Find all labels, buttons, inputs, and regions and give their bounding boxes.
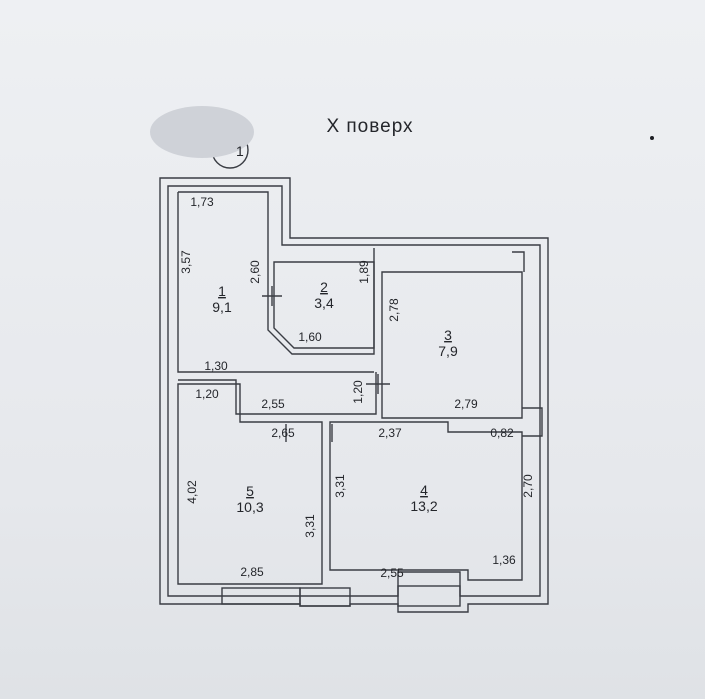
room-2-outline — [273, 261, 375, 349]
room-1-left-wall — [177, 192, 374, 373]
entrance-marker-label: 1 — [236, 143, 244, 159]
dim-label: 1,20 — [351, 380, 365, 404]
dim-label: 2,70 — [521, 474, 535, 498]
room-4-number: 4 — [420, 482, 428, 498]
room-5-outline — [177, 383, 323, 585]
dim-label: 3,57 — [179, 250, 193, 274]
dot-mark — [650, 136, 654, 140]
blur-patch — [150, 106, 254, 158]
dim-label: 1,36 — [492, 553, 516, 567]
room-3-area: 7,9 — [438, 343, 458, 359]
dim-label: 1,30 — [204, 359, 228, 373]
dim-label: 1,73 — [190, 195, 214, 209]
room-1-area: 9,1 — [212, 299, 232, 315]
room-3-niche — [512, 251, 525, 272]
room-2-area: 3,4 — [314, 295, 334, 311]
dim-label: 2,60 — [248, 260, 262, 284]
room-2-number: 2 — [320, 279, 328, 295]
window-3 — [397, 585, 461, 607]
dim-label: 2,55 — [261, 397, 285, 411]
dim-label: 0,82 — [490, 426, 514, 440]
room-5-area: 10,3 — [236, 499, 263, 515]
room-3-number: 3 — [444, 327, 452, 343]
dim-label: 3,31 — [333, 474, 347, 498]
door-mark-3 — [285, 424, 333, 442]
dim-label: 2,79 — [454, 397, 478, 411]
corridor-outline — [178, 372, 377, 415]
column — [522, 407, 543, 437]
dim-label: 2,85 — [240, 565, 264, 579]
door-mark-1 — [262, 286, 282, 306]
dim-label: 2,37 — [378, 426, 402, 440]
room-1-number: 1 — [218, 283, 226, 299]
room-5-number: 5 — [246, 483, 254, 499]
dim-label: 4,02 — [185, 480, 199, 504]
dim-label: 3,31 — [303, 514, 317, 538]
dim-label: 2,78 — [387, 298, 401, 322]
dim-label: 1,89 — [357, 260, 371, 284]
room-4-outline — [329, 421, 523, 581]
dim-label: 2,65 — [271, 426, 295, 440]
room-4-area: 13,2 — [410, 498, 437, 514]
floor-title: X поверх — [326, 116, 413, 137]
dim-label: 2,55 — [380, 566, 404, 580]
door-mark-2 — [366, 374, 390, 394]
dim-label: 1,60 — [298, 330, 322, 344]
room-3-outline — [381, 271, 523, 419]
window-2 — [299, 587, 351, 607]
dim-label: 1,20 — [195, 387, 219, 401]
